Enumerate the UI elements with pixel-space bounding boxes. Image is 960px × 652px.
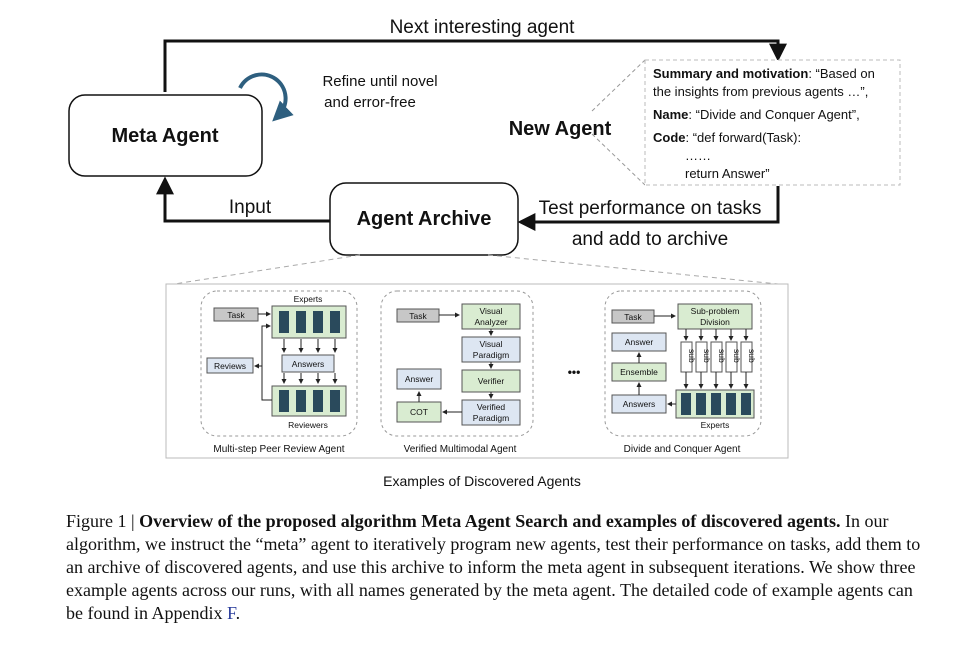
test-performance-arrow [517, 186, 780, 231]
caption-prefix: Figure 1 | [66, 511, 140, 531]
svg-text:Task: Task [227, 310, 245, 320]
svg-text:Task: Task [409, 311, 427, 321]
ex1-caption: Multi-step Peer Review Agent [213, 444, 344, 455]
svg-text:Paradigm: Paradigm [473, 350, 509, 360]
more-examples-dots: ••• [568, 365, 581, 379]
meta-agent-label: Meta Agent [111, 125, 218, 147]
svg-text:Answer: Answer [405, 374, 434, 384]
ex2-answer [396, 368, 442, 390]
ex2-verified-paradigm [461, 399, 521, 426]
archive-callout-left [167, 254, 361, 286]
svg-text:sub: sub [747, 349, 757, 363]
agent-archive-box [329, 182, 519, 256]
figure-caption: Figure 1 | Overview of the proposed algo… [66, 510, 922, 625]
ex3-answer-box [611, 332, 667, 352]
next-agent-label: Next interesting agent [390, 17, 576, 38]
next-agent-arrow [163, 39, 787, 92]
caption-body: In our algorithm, we instruct the “meta”… [66, 511, 921, 623]
svg-text:sub: sub [687, 349, 697, 363]
svg-text:Verifier: Verifier [478, 376, 505, 386]
agent-archive-label: Agent Archive [357, 208, 492, 230]
callout-line-top [591, 59, 646, 112]
code-summary-line2: the insights from previous agents …”, [653, 84, 868, 99]
meta-agent-box [68, 94, 263, 177]
caption-end: . [235, 603, 241, 623]
example-divide-conquer: Task Sub-problem Division sub sub sub su… [604, 290, 762, 455]
code-def-line: Code: “def forward(Task): [653, 130, 801, 145]
ex3-subproblem-division [677, 303, 753, 330]
archive-callout-right [487, 254, 789, 286]
code-summary-line1: Summary and motivation: “Based on [653, 66, 875, 81]
caption-title: Overview of the proposed algorithm Meta … [139, 511, 841, 531]
svg-text:Reviewers: Reviewers [288, 420, 328, 430]
svg-text:Division: Division [700, 317, 730, 327]
svg-text:Task: Task [624, 312, 642, 322]
example-peer-review: Task Experts Answers Reviews Reviewers M… [200, 290, 358, 455]
ex3-caption: Divide and Conquer Agent [624, 444, 741, 455]
code-card [644, 59, 901, 186]
code-return-line: return Answer” [685, 166, 770, 181]
svg-text:Ensemble: Ensemble [620, 367, 658, 377]
refine-label-2: and error-free [324, 94, 416, 111]
svg-text:Reviews: Reviews [214, 361, 246, 371]
svg-text:sub: sub [717, 349, 727, 363]
input-label: Input [229, 197, 272, 218]
ex1-reviews-box [206, 357, 254, 374]
input-arrow [156, 176, 330, 223]
ex2-caption: Verified Multimodal Agent [404, 444, 517, 455]
svg-text:sub: sub [702, 349, 712, 363]
svg-text:Visual: Visual [480, 306, 503, 316]
appendix-link[interactable]: F [226, 603, 236, 623]
svg-text:Experts: Experts [294, 294, 323, 304]
svg-text:Experts: Experts [701, 420, 730, 430]
svg-text:Answer: Answer [625, 337, 654, 347]
new-agent-label: New Agent [509, 118, 612, 140]
svg-text:Analyzer: Analyzer [474, 317, 507, 327]
svg-text:Answers: Answers [623, 399, 656, 409]
method-diagram: Next interesting agent Meta Agent Refine… [68, 17, 901, 489]
refine-loop-icon [238, 72, 294, 122]
test-label-1: Test performance on tasks [539, 198, 762, 219]
code-name-line: Name: “Divide and Conquer Agent”, [653, 107, 860, 122]
code-ellipsis-line: …… [685, 148, 711, 163]
example-verified-multimodal: Task Visual Analyzer Visual Paradigm Ver… [380, 290, 534, 455]
svg-text:Answers: Answers [292, 359, 325, 369]
examples-title: Examples of Discovered Agents [383, 473, 581, 489]
svg-text:sub: sub [732, 349, 742, 363]
svg-text:Paradigm: Paradigm [473, 413, 509, 423]
refine-label-1: Refine until novel [322, 73, 437, 90]
callout-line-bottom [591, 133, 646, 186]
svg-text:Verified: Verified [477, 402, 506, 412]
svg-text:COT: COT [410, 407, 428, 417]
svg-text:Visual: Visual [480, 339, 503, 349]
svg-text:Sub-problem: Sub-problem [691, 306, 740, 316]
test-label-2: and add to archive [572, 229, 728, 250]
ex1-answers-box [281, 354, 335, 373]
